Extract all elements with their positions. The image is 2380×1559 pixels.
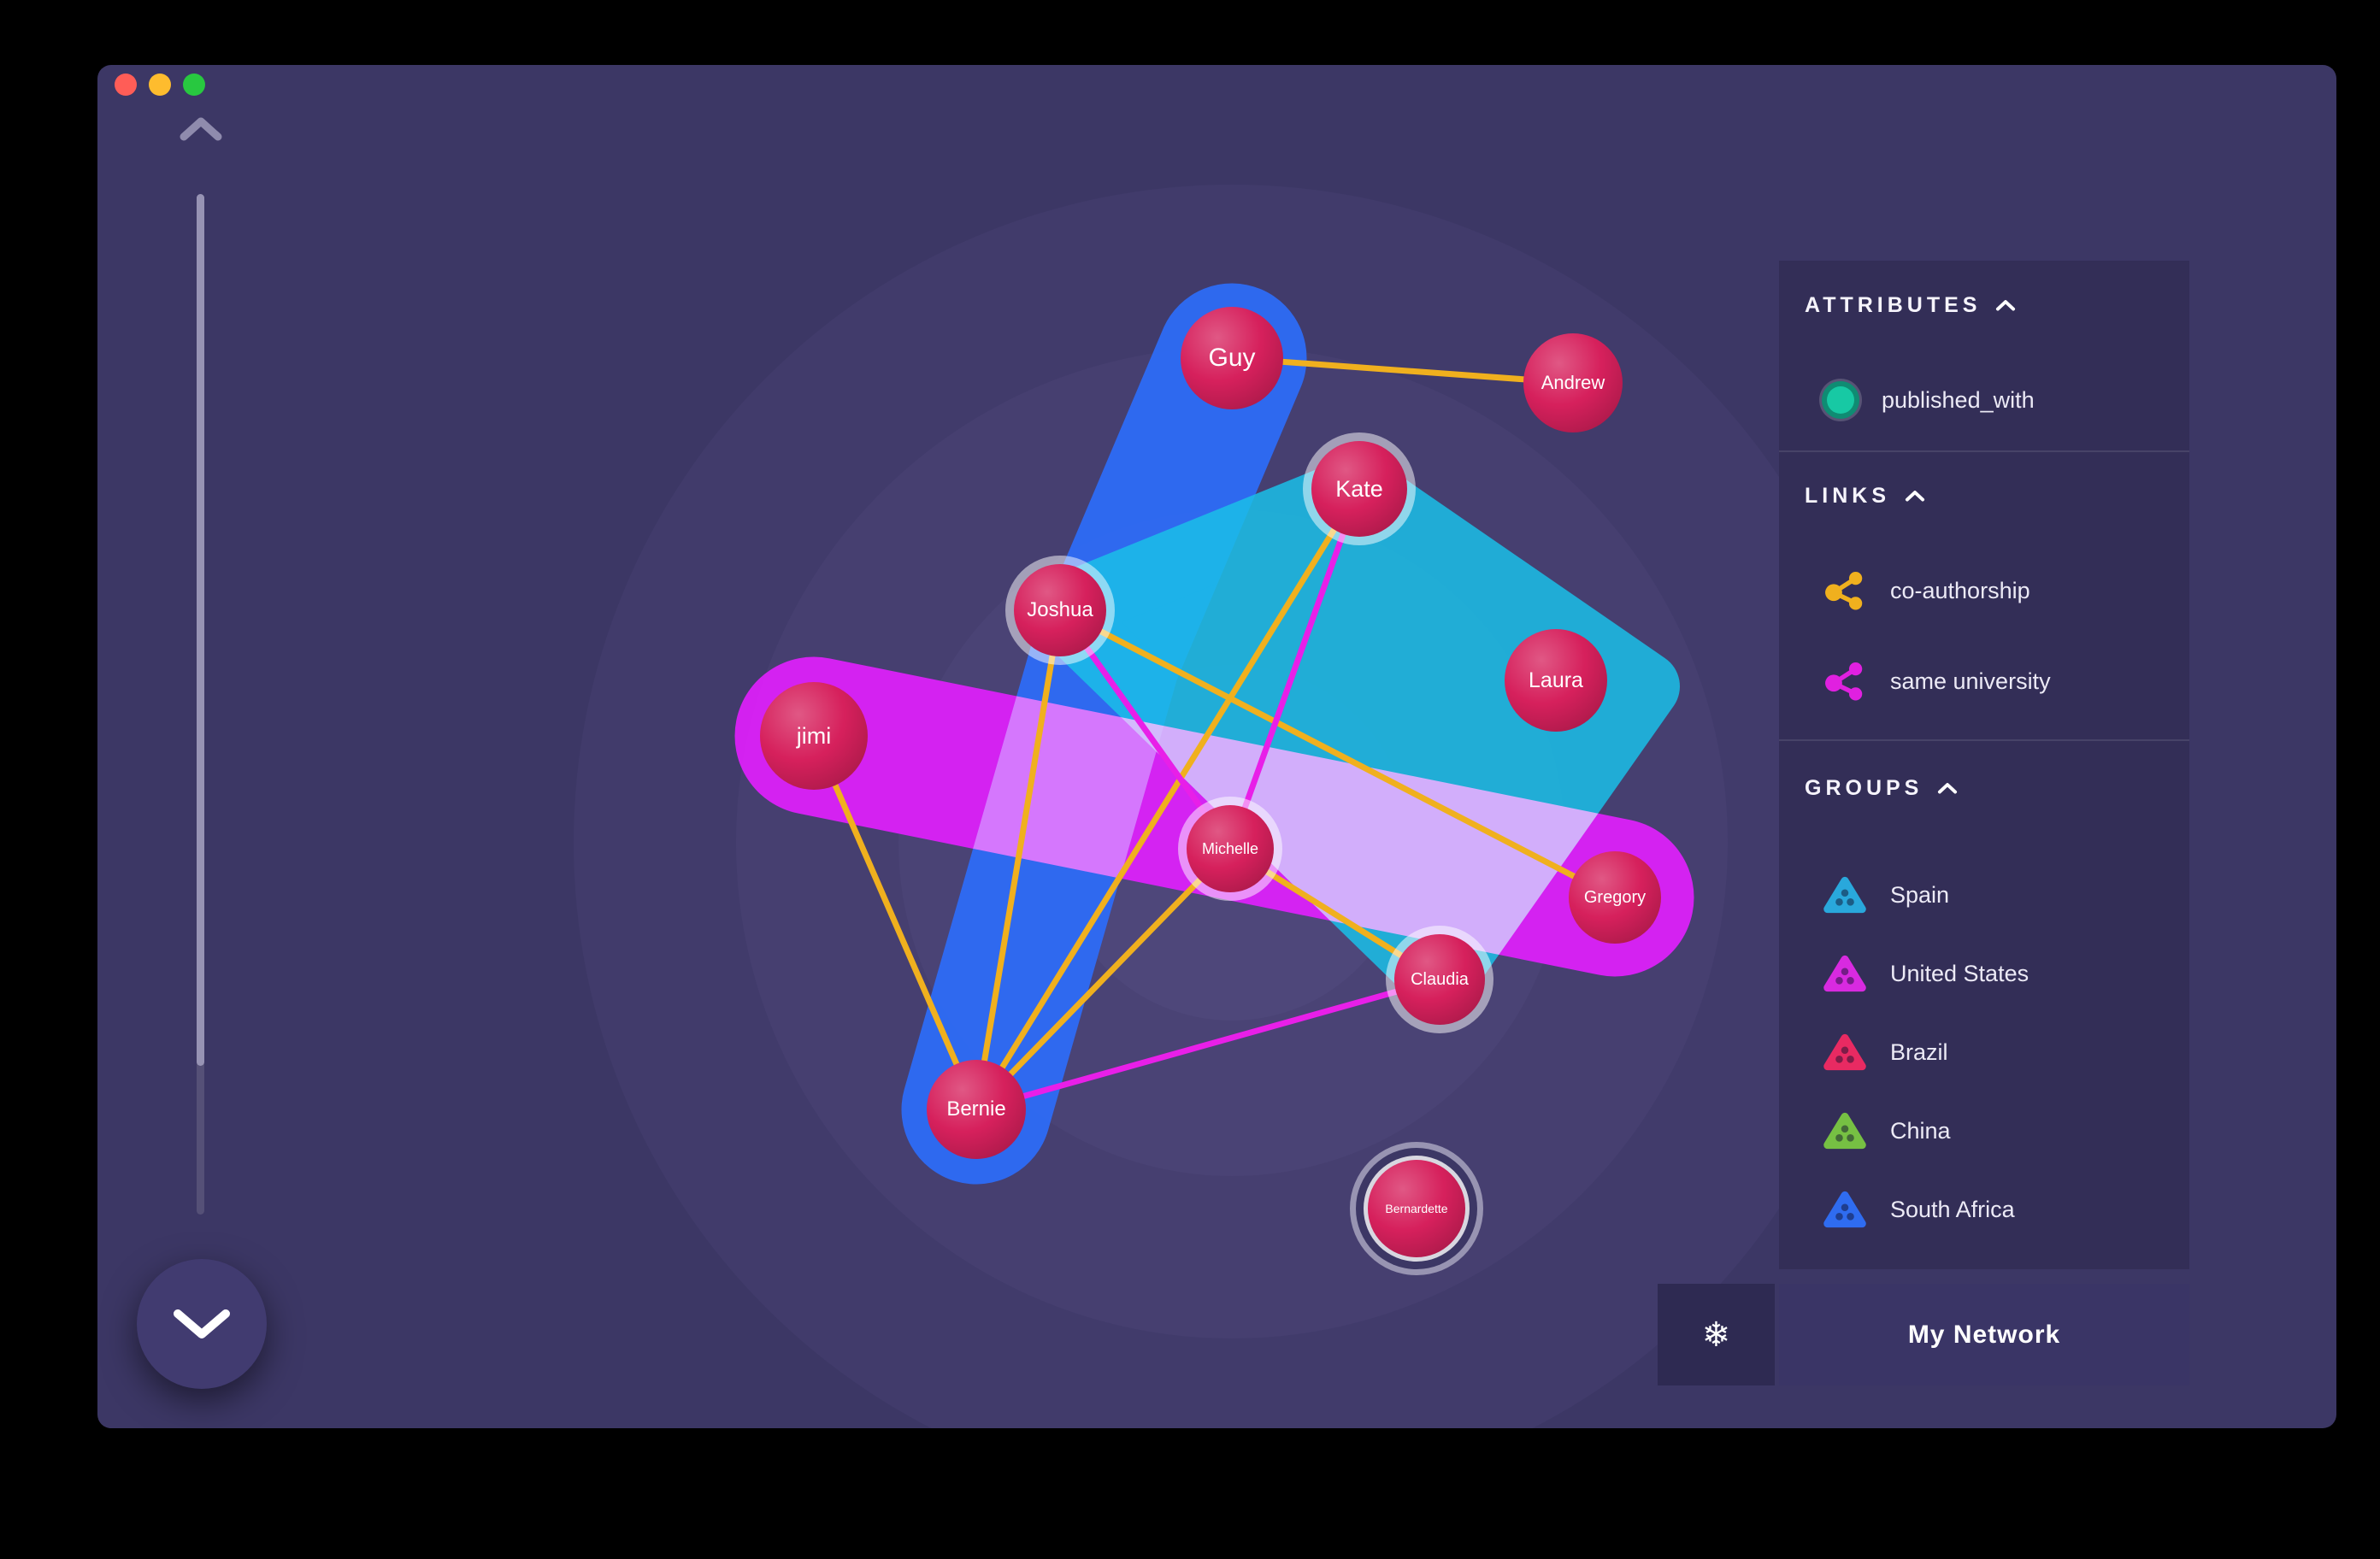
- network-name-label: My Network: [1907, 1320, 2061, 1349]
- links-header-label: LINKS: [1805, 483, 1890, 508]
- graph-node-joshua[interactable]: Joshua: [1014, 564, 1106, 656]
- minimize-window-icon[interactable]: [149, 74, 171, 96]
- graph-node-laura[interactable]: Laura: [1505, 629, 1607, 732]
- groups-list: Spain United States Brazil: [1779, 835, 2189, 1249]
- network-name-bar[interactable]: My Network: [1779, 1284, 2189, 1385]
- maximize-window-icon[interactable]: [183, 74, 205, 96]
- edge-kate-michelle[interactable]: [1227, 485, 1363, 852]
- edge-joshua-bernie[interactable]: [973, 607, 1063, 1113]
- group-triangle-icon: [1823, 1112, 1866, 1150]
- edge-claudia-bernie[interactable]: [973, 976, 1443, 1113]
- edge-guy-andrew[interactable]: [1228, 355, 1576, 386]
- attributes-header-label: ATTRIBUTES: [1805, 292, 1982, 317]
- groups-header-label: GROUPS: [1805, 775, 1923, 800]
- graph-node-bernie[interactable]: Bernie: [927, 1060, 1026, 1159]
- graph-node-andrew[interactable]: Andrew: [1523, 333, 1623, 432]
- node-label: Bernie: [946, 1097, 1006, 1121]
- node-label: Claudia: [1411, 969, 1469, 989]
- attribute-label: published_with: [1882, 386, 2035, 413]
- group-triangle-icon: [1823, 1033, 1866, 1071]
- edge-kate-bernie[interactable]: [973, 485, 1363, 1113]
- graph-node-michelle[interactable]: Michelle: [1187, 805, 1274, 892]
- groups-section-header[interactable]: GROUPS: [1779, 739, 2189, 835]
- scroll-down-button[interactable]: [137, 1259, 267, 1389]
- node-label: Michelle: [1201, 839, 1259, 857]
- link-item-co-authorship[interactable]: co-authorship: [1779, 539, 2189, 642]
- link-type-icon: [1825, 571, 1863, 610]
- links-section-header[interactable]: LINKS: [1779, 450, 2189, 539]
- attributes-section-header[interactable]: ATTRIBUTES: [1779, 261, 2189, 350]
- group-item-spain[interactable]: Spain: [1779, 856, 2189, 934]
- group-label: Spain: [1890, 881, 1950, 908]
- edge-joshua-gregory[interactable]: [1057, 607, 1618, 901]
- chevron-up-icon: [1905, 491, 1925, 502]
- chevron-up-icon: [1996, 300, 2016, 311]
- attribute-item-published-with[interactable]: published_with: [1779, 350, 2189, 450]
- group-label: Brazil: [1890, 1038, 1948, 1065]
- group-triangle-icon: [1823, 876, 1866, 914]
- group-label: South Africa: [1890, 1196, 2015, 1222]
- chevron-up-icon: [1938, 783, 1958, 794]
- group-item-united-states[interactable]: United States: [1779, 934, 2189, 1013]
- graph-node-kate[interactable]: Kate: [1311, 441, 1407, 537]
- node-label: Gregory: [1583, 887, 1647, 907]
- chevron-down-icon: [174, 1309, 230, 1338]
- node-label: Joshua: [1027, 598, 1093, 622]
- snowflake-icon: ❄: [1701, 1315, 1731, 1355]
- group-triangle-icon: [1823, 1191, 1866, 1228]
- close-window-icon[interactable]: [115, 74, 137, 96]
- graph-node-bernardette[interactable]: Bernardette: [1368, 1160, 1465, 1257]
- group-item-brazil[interactable]: Brazil: [1779, 1013, 2189, 1091]
- node-label: Kate: [1335, 475, 1383, 502]
- node-label: Andrew: [1541, 372, 1605, 394]
- scroll-up-icon[interactable]: [179, 115, 223, 142]
- graph-node-gregory[interactable]: Gregory: [1569, 851, 1661, 944]
- node-label: jimi: [796, 722, 832, 749]
- group-item-south-africa[interactable]: South Africa: [1779, 1170, 2189, 1249]
- freeze-layout-button[interactable]: ❄: [1658, 1284, 1775, 1385]
- group-triangle-icon: [1823, 955, 1866, 992]
- edge-michelle-bernie[interactable]: [973, 845, 1234, 1113]
- inspector-panel: ATTRIBUTES published_with LINKS co-autho…: [1779, 261, 2189, 1269]
- graph-canvas[interactable]: [97, 65, 2336, 1428]
- node-label: Bernardette: [1385, 1201, 1448, 1215]
- group-label: China: [1890, 1117, 1951, 1144]
- graph-node-jimi[interactable]: jimi: [760, 682, 868, 790]
- link-label: same university: [1890, 668, 2051, 694]
- graph-node-claudia[interactable]: Claudia: [1394, 934, 1485, 1025]
- zoom-control: [97, 65, 2336, 1428]
- edge-jimi-bernie[interactable]: [810, 732, 980, 1113]
- graph-node-guy[interactable]: Guy: [1181, 307, 1283, 409]
- link-label: co-authorship: [1890, 577, 2030, 603]
- node-label: Laura: [1529, 668, 1583, 692]
- link-type-icon: [1825, 662, 1863, 701]
- slider-fill[interactable]: [197, 194, 204, 1066]
- group-item-china[interactable]: China: [1779, 1091, 2189, 1170]
- node-label: Guy: [1208, 344, 1256, 373]
- edge-joshua-michelle[interactable]: [1057, 607, 1234, 852]
- group-label: United States: [1890, 960, 2029, 986]
- attribute-color-dot-icon: [1822, 381, 1859, 419]
- link-item-same-university[interactable]: same university: [1779, 642, 2189, 721]
